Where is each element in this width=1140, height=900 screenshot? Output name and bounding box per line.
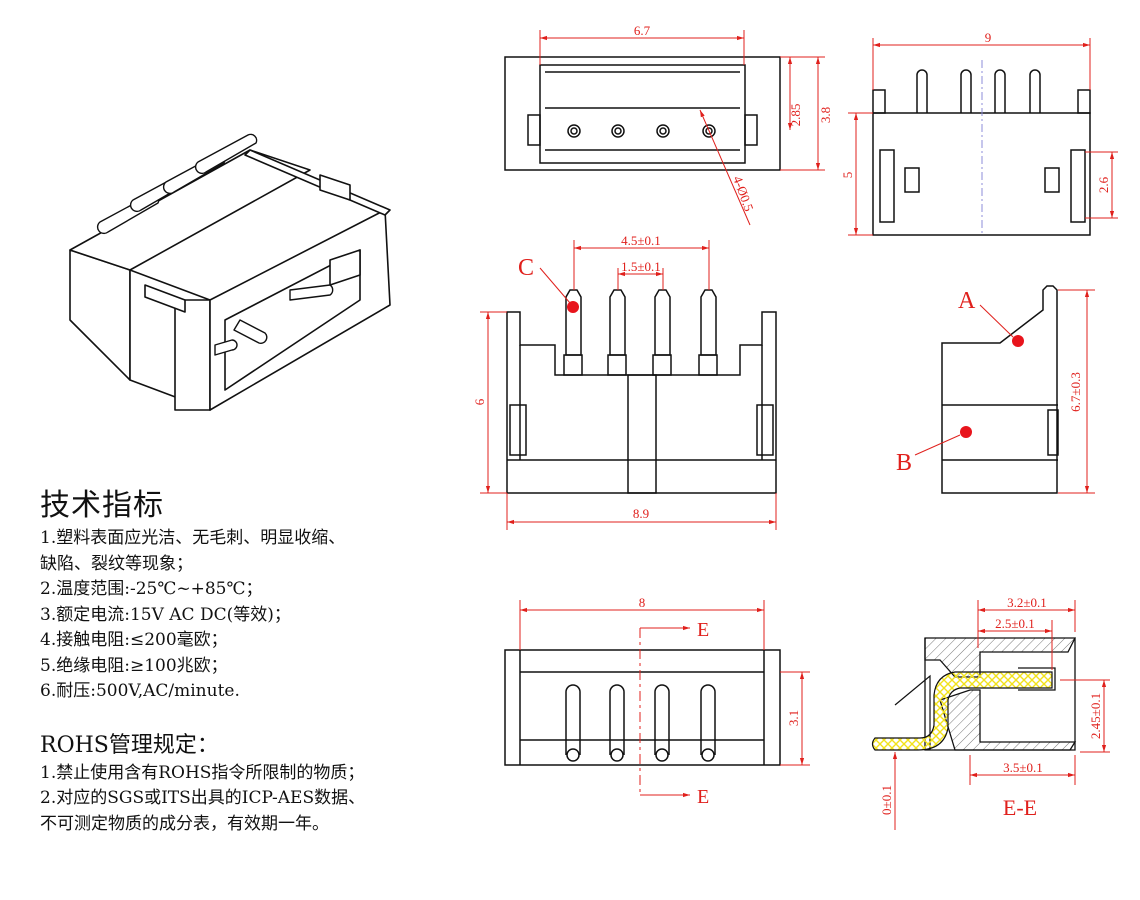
spec-line: 3.额定电流:15V AC DC(等效)；: [40, 604, 291, 625]
dim-hole: 4-Ø0.5: [730, 174, 757, 213]
label-c: C: [518, 255, 534, 281]
dim-side-height: 5: [840, 172, 855, 179]
dim-pin-span: 4.5±0.1: [621, 233, 661, 248]
marker-c: [567, 301, 579, 313]
dim-section-d1: 3.2±0.1: [1007, 595, 1047, 610]
spec-line: 5.绝缘电阻:≥100兆欧；: [40, 655, 228, 676]
rohs-title: ROHS管理规定：: [40, 732, 219, 758]
bottom-view: 8 E E 3.1: [504, 595, 810, 808]
dim-pitch: 1.5±0.1: [621, 259, 661, 274]
dim-right-height: 6.7±0.3: [1068, 372, 1083, 412]
dim-bottom-depth: 3.1: [786, 710, 801, 726]
spec-title: 技术指标: [40, 488, 164, 523]
dim-side-width: 9: [985, 30, 992, 45]
side-view: 9 5 2.6: [840, 30, 1118, 236]
label-a: A: [958, 288, 976, 314]
top-view: 6.7 2.85 3.8 4-Ø0.5: [504, 23, 833, 226]
dim-top-width: 6.7: [634, 23, 651, 38]
cut-label-top: E: [697, 619, 709, 641]
label-b: B: [896, 450, 912, 476]
dim-bottom-width: 8: [639, 595, 646, 610]
cut-label-bottom: E: [697, 786, 709, 808]
dim-section-h0: 0±0.1: [879, 785, 894, 815]
section-title: E-E: [1003, 795, 1037, 820]
section-e-e: 3.2±0.1 2.5±0.1 2.45±0.1 3.5±0.1 0±0.1 E…: [871, 595, 1110, 830]
isometric-view: [69, 133, 391, 411]
dim-front-height: 6: [472, 398, 487, 405]
spec-line: 2.温度范围:-25℃~+85℃；: [40, 579, 263, 599]
spec-notes: 技术指标 1.塑料表面应光洁、无毛刺、明显收缩、 缺陷、裂纹等现象； 2.温度范…: [40, 480, 365, 837]
dim-top-depth2: 3.8: [818, 107, 833, 123]
marker-b: [960, 426, 972, 438]
dim-front-width: 8.9: [633, 506, 649, 521]
spec-line: 6.耐压:500V,AC/minute.: [40, 681, 240, 701]
front-view: 4.5±0.1 1.5±0.1 6 8.9 C: [472, 233, 777, 530]
rohs-line: 1.禁止使用含有ROHS指令所限制的物质；: [40, 762, 365, 783]
dim-section-d2: 2.5±0.1: [995, 616, 1035, 631]
dim-top-depth1: 2.85: [788, 104, 803, 127]
spec-line: 4.接触电阻:≤200毫欧；: [40, 630, 228, 650]
marker-a: [1012, 335, 1024, 347]
rohs-line: 2.对应的SGS或ITS出具的ICP-AES数据、: [40, 788, 366, 808]
dim-section-h1: 2.45±0.1: [1088, 693, 1103, 739]
spec-line: 1.塑料表面应光洁、无毛刺、明显收缩、: [40, 528, 346, 548]
spec-line: 缺陷、裂纹等现象；: [40, 553, 193, 574]
dim-section-d3: 3.5±0.1: [1003, 760, 1043, 775]
rohs-line: 不可测定物质的成分表，有效期一年。: [40, 813, 329, 834]
dim-side-latch: 2.6: [1096, 176, 1111, 193]
right-view: A B 6.7±0.3: [896, 285, 1095, 494]
